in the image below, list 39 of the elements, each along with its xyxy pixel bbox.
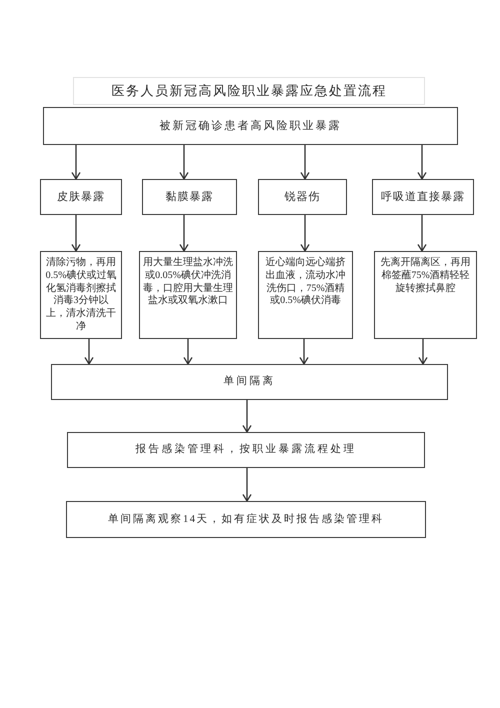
arrow [242, 468, 252, 502]
arrow [179, 215, 189, 252]
process-box [374, 251, 477, 339]
step-text: 清除污物，再用0.5%碘伏或过氧化氢消毒剂擦拭消毒3分钟以上，清水清洗干净 [44, 257, 118, 334]
process-box [372, 179, 474, 215]
arrow [417, 215, 427, 252]
arrow [418, 339, 428, 365]
step-text: 黏膜暴露 [166, 190, 214, 204]
arrow [300, 145, 310, 180]
process-box [40, 251, 122, 339]
step-text: 单间隔离 [224, 375, 276, 389]
step-text: 先离开隔离区，再用棉签蘸75%酒精轻轻旋转擦拭鼻腔 [380, 257, 472, 296]
step-text: 呼吸道直接暴露 [381, 190, 465, 204]
arrow [179, 145, 189, 180]
process-box [258, 251, 353, 339]
process-box [66, 501, 426, 538]
process-box [51, 364, 448, 400]
step-text: 近心端向远心端挤出血液，流动水冲洗伤口，75%酒精或0.5%碘伏消毒 [264, 257, 346, 308]
arrow [183, 339, 193, 365]
process-box [40, 179, 122, 215]
step-text: 被新冠确诊患者高风险职业暴露 [160, 118, 342, 134]
process-box [67, 432, 425, 468]
process-box [142, 179, 237, 215]
step-text: 单间隔离观察14天，如有症状及时报告感染管理科 [108, 512, 384, 526]
step-text: 报告感染管理科，按职业暴露流程处理 [136, 443, 356, 457]
process-box [43, 107, 458, 145]
arrow [71, 145, 81, 180]
arrow [300, 215, 310, 252]
process-box [258, 179, 347, 215]
arrow [417, 145, 427, 180]
diagram-title: 医务人员新冠高风险职业暴露应急处置流程 [73, 77, 425, 105]
arrow [71, 215, 81, 252]
step-text: 锐器伤 [284, 190, 320, 204]
arrow [242, 400, 252, 433]
step-text: 皮肤暴露 [57, 190, 105, 204]
process-box [139, 251, 237, 339]
step-text: 用大量生理盐水冲洗或0.05%碘伏冲洗消毒，口腔用大量生理盐水或双氧水漱口 [143, 257, 233, 308]
arrow [84, 339, 94, 365]
arrow [299, 339, 309, 365]
